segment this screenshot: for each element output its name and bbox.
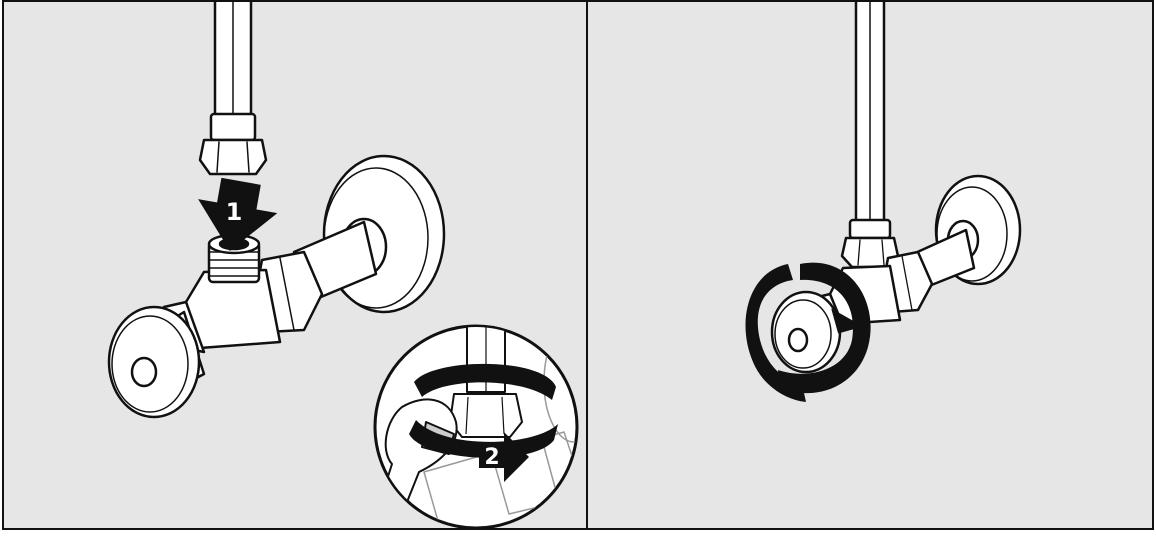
panel-1-drawing: 1 (107, 2, 579, 528)
magnified-inset: 2 (373, 324, 579, 528)
panel-2-drawing (745, 2, 1022, 402)
valve-handle (107, 305, 206, 419)
panel-step-1-2: 1 (2, 0, 588, 530)
panel-step-3 (586, 0, 1154, 530)
supply-line-pipe (213, 2, 253, 119)
supply-line-pipe (854, 2, 886, 224)
compression-nut (840, 218, 900, 269)
valve-handle (770, 290, 842, 374)
rotate-handle-arrow (745, 262, 871, 402)
compression-nut (198, 112, 268, 176)
step-number-1: 1 (226, 198, 243, 226)
step-number-2: 2 (484, 445, 499, 470)
push-down-arrow: 1 (198, 177, 278, 251)
tighten-arrow: 2 (409, 363, 558, 482)
inset-compression-nut (449, 393, 523, 438)
